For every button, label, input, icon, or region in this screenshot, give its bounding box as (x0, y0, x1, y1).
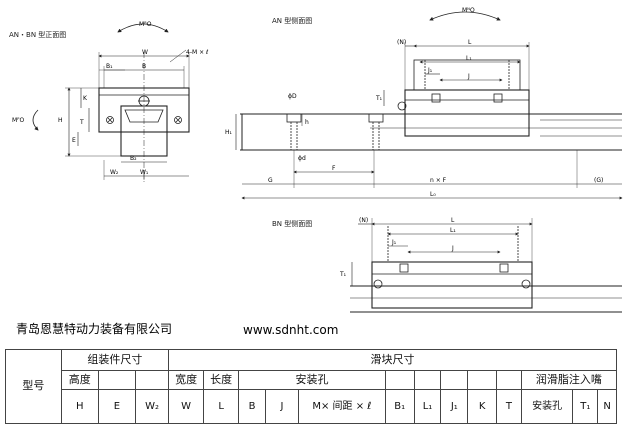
an-dim-T1: T₁ (375, 95, 383, 102)
an-side-view-title: AN 型侧面图 (272, 17, 313, 25)
bn-dim-T1: T₁ (339, 271, 347, 278)
an-dim-L: L (468, 39, 472, 46)
dim-W2: W₂ (110, 169, 119, 176)
bolt-note-label: 4-M × ℓ (186, 49, 208, 56)
bn-dim-L: L (451, 217, 455, 224)
dim-T: T (79, 119, 84, 126)
mpo-label: MᴾO (12, 117, 24, 124)
an-dim-L1: L₁ (466, 55, 472, 62)
col-grease-hole: 安装孔 (520, 389, 574, 424)
an-dim-F: F (332, 165, 336, 172)
front-view-title: AN・BN 型正面图 (9, 31, 67, 39)
col-B: B (238, 389, 267, 424)
an-dim-L0: L₀ (430, 191, 436, 198)
company-name: 青岛恩慧特动力装备有限公司 (16, 322, 173, 336)
group-assembly: 组装件尺寸 (60, 349, 170, 371)
sub-width: 宽度 (168, 370, 205, 390)
col-T1: T₁ (572, 389, 599, 424)
an-dim-G: G (268, 177, 273, 184)
an-dim-H1: H₁ (225, 129, 233, 136)
sub-grease: 润滑脂注入嘴 (520, 370, 618, 390)
col-T: T (496, 389, 522, 424)
col-B1: B₁ (384, 389, 415, 424)
bn-side-view-title: BN 型侧面图 (272, 220, 313, 228)
col-W: W (168, 389, 205, 424)
an-dim-N: (N) (397, 39, 406, 46)
dim-B: B (142, 63, 146, 70)
an-dim-J1: J₁ (427, 67, 433, 74)
spec-table: 型号 组装件尺寸 滑块尺寸 高度 宽度 长度 安装孔 润滑脂注入嘴 H E W₂… (5, 349, 618, 424)
dim-W1: W₁ (140, 169, 149, 176)
dim-B1: B₁ (106, 63, 113, 70)
bn-side-view (350, 218, 622, 313)
col-W2: W₂ (134, 389, 170, 424)
an-dim-h: h (305, 119, 309, 126)
bn-dim-N: (N) (359, 217, 368, 224)
website: www.sdnht.com (243, 323, 339, 337)
sub-length: 长度 (203, 370, 240, 390)
col-model: 型号 (5, 349, 62, 424)
sub-height: 高度 (60, 370, 99, 390)
group-block: 滑块尺寸 (168, 349, 617, 371)
dim-W: W (142, 49, 148, 56)
dim-E: E (72, 137, 76, 144)
dim-B2: B₂ (130, 155, 137, 162)
an-dim-phid: ϕd (298, 155, 306, 162)
col-L: L (203, 389, 240, 424)
an-dim-nF: n × F (430, 177, 447, 184)
bn-dim-J1: J₁ (391, 239, 397, 246)
front-view (32, 23, 190, 182)
bn-dim-J: J (451, 245, 454, 252)
col-J: J (265, 389, 300, 424)
an-dim-phiD: ϕD (288, 93, 297, 100)
dim-H: H (58, 117, 63, 124)
an-side-view (235, 11, 623, 200)
col-K: K (467, 389, 498, 424)
col-M-pitch: M× 间距 × ℓ (298, 389, 386, 424)
mro-label: MᴿO (139, 21, 152, 28)
col-L1: L₁ (413, 389, 442, 424)
myo-label: MᴺO (462, 7, 475, 14)
bn-dim-L1: L₁ (450, 227, 456, 234)
col-E: E (97, 389, 137, 424)
an-dim-J: J (467, 73, 470, 80)
col-H: H (60, 389, 99, 424)
an-dim-G-paren: (G) (594, 177, 603, 184)
col-J1: J₁ (440, 389, 469, 424)
col-N: N (597, 389, 617, 424)
technical-drawing: MᴿO MᴾO 4-M × ℓ W B B₁ K T H E B₂ W₂ W₁ (12, 7, 623, 313)
sub-mount-hole: 安装孔 (238, 370, 386, 390)
dim-K: K (83, 95, 88, 102)
